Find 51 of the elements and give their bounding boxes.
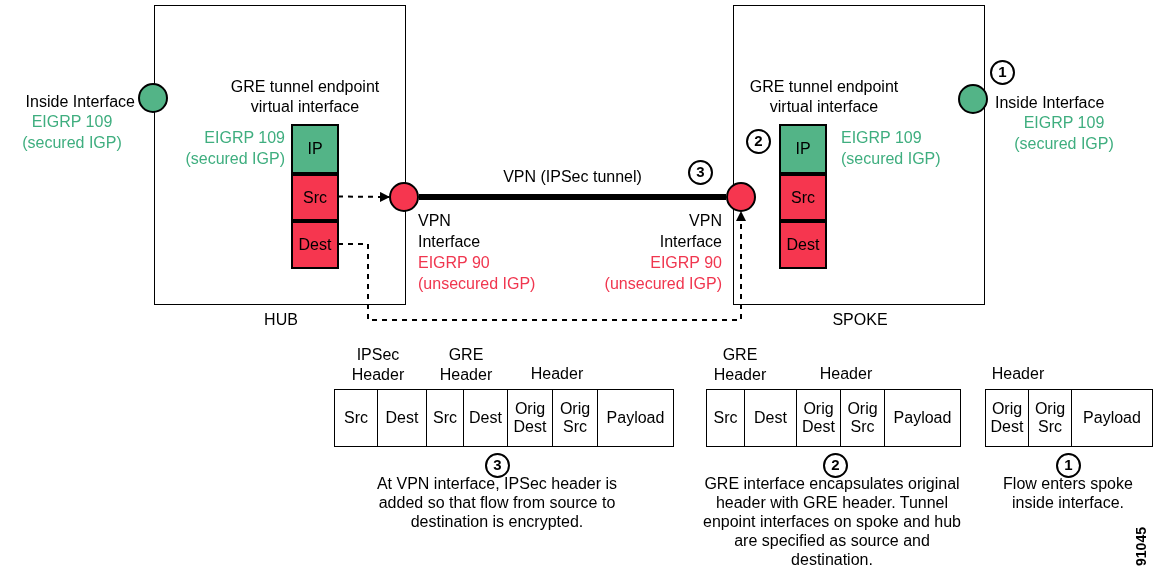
interface-label: Inside Interface <box>995 93 1106 113</box>
station-label: HUB <box>263 310 299 330</box>
packet-cell: Payload <box>884 389 961 447</box>
packet-cell: Orig Dest <box>507 389 553 447</box>
packet-cell: Orig Src <box>552 389 598 447</box>
header-label: IPSec Header <box>350 345 406 385</box>
callout-number: 3 <box>485 453 510 478</box>
interface-label: VPN Interface <box>658 211 722 252</box>
packet-cell: Orig Src <box>840 389 885 447</box>
header-label: GRE Header <box>438 345 494 385</box>
callout-number: 2 <box>823 453 848 478</box>
field-cell: IP <box>291 124 339 174</box>
header-label: Header <box>529 364 585 384</box>
interface-label: EIGRP 109 (secured IGP) <box>841 128 942 169</box>
field-cell: IP <box>779 124 827 174</box>
flow-arrow <box>337 191 390 202</box>
packet-cell: Dest <box>463 389 508 447</box>
field-cell: Src <box>291 174 339 221</box>
callout-number: 2 <box>746 129 771 154</box>
callout-number: 3 <box>688 160 713 185</box>
packet-cell: Src <box>706 389 745 447</box>
interface-heading: GRE tunnel endpoint virtual interface <box>229 77 381 117</box>
interface-label: EIGRP 109 (secured IGP) <box>21 112 123 153</box>
interface-label: Inside Interface <box>24 92 135 112</box>
interface-label: EIGRP 90 (unsecured IGP) <box>603 253 722 294</box>
packet-cell: Orig Dest <box>985 389 1029 447</box>
interface-label: EIGRP 90 (unsecured IGP) <box>418 253 537 294</box>
packet-cell: Payload <box>1071 389 1153 447</box>
packet-cell: Payload <box>597 389 674 447</box>
interface-label: EIGRP 109 (secured IGP) <box>1013 113 1115 154</box>
packet-cell: Orig Src <box>1028 389 1072 447</box>
callout-number: 1 <box>1056 453 1081 478</box>
field-cell: Src <box>779 174 827 221</box>
header-label: Header <box>990 364 1046 384</box>
interface-label: VPN Interface <box>418 211 482 252</box>
packet-cell: Src <box>334 389 378 447</box>
flow-arrow <box>337 211 746 321</box>
packet-cell: Dest <box>744 389 797 447</box>
field-cell: Dest <box>291 221 339 269</box>
packet-cell: Orig Dest <box>796 389 841 447</box>
packet-cell: Dest <box>377 389 427 447</box>
packet-cell: Src <box>426 389 464 447</box>
tunnel-line <box>419 194 726 200</box>
interface-heading: GRE tunnel endpoint virtual interface <box>748 77 900 117</box>
callout-number: 1 <box>990 60 1015 85</box>
station-label: SPOKE <box>831 310 889 330</box>
header-label: Header <box>818 364 874 384</box>
field-cell: Dest <box>779 221 827 269</box>
interface-label: EIGRP 109 (secured IGP) <box>184 128 285 169</box>
header-label: GRE Header <box>712 345 768 385</box>
figure-number: 91045 <box>1131 526 1150 568</box>
